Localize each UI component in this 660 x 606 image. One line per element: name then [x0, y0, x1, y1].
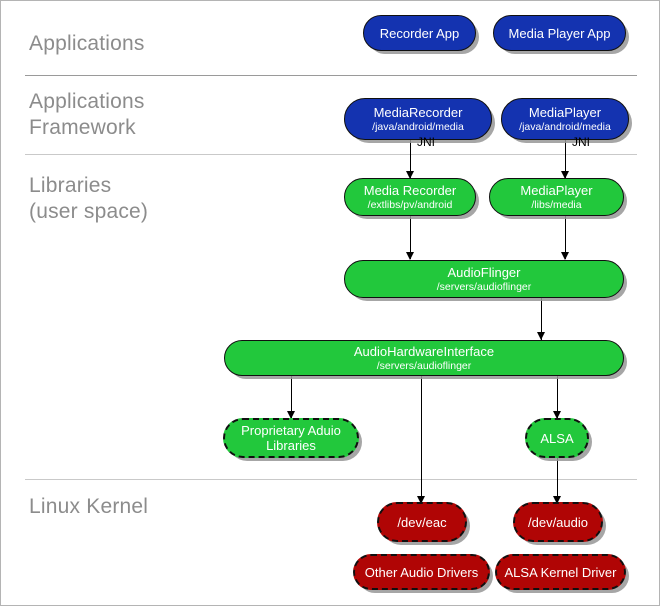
connector-audioflinger-to-audiohardwareinterface — [541, 298, 542, 340]
node-media-player-app[interactable]: Media Player App — [493, 15, 626, 51]
node-dev-eac[interactable]: /dev/eac — [377, 502, 467, 542]
node-mediaplayer-framework-path: /java/android/media — [519, 121, 611, 133]
arrowhead-dev-audio — [552, 496, 561, 504]
arrowhead-audiohardwareinterface — [536, 332, 545, 340]
node-dev-eac-title: /dev/eac — [397, 514, 447, 530]
connector-media-recorder-lib-to-audioflinger — [410, 216, 411, 259]
node-audioflinger[interactable]: AudioFlinger /servers/audioflinger — [344, 260, 624, 298]
node-audioflinger-title: AudioFlinger — [447, 265, 521, 280]
node-audiohardwareinterface-path: /servers/audioflinger — [376, 360, 472, 372]
node-media-recorder-lib-title: Media Recorder — [363, 183, 457, 198]
node-other-audio-drivers-title: Other Audio Drivers — [364, 564, 479, 580]
node-mediaplayer-lib[interactable]: MediaPlayer /libs/media — [489, 178, 624, 216]
node-mediarecorder-framework-title: MediaRecorder — [373, 105, 463, 120]
node-mediaplayer-lib-title: MediaPlayer — [520, 183, 593, 198]
node-mediaplayer-lib-path: /libs/media — [531, 199, 582, 211]
connector-audiohardwareinterface-to-alsa — [557, 376, 558, 418]
layer-label-applications-framework: Applications Framework — [29, 90, 145, 139]
node-mediaplayer-framework[interactable]: MediaPlayer /java/android/media — [501, 98, 629, 140]
node-media-recorder-lib[interactable]: Media Recorder /extlibs/pv/android — [344, 178, 476, 216]
edge-label-jni-player: JNI — [572, 135, 590, 149]
node-audiohardwareinterface-title: AudioHardwareInterface — [353, 344, 495, 359]
layer-label-applications: Applications — [29, 32, 145, 55]
node-recorder-app-title: Recorder App — [379, 25, 460, 41]
layer-label-linux-kernel: Linux Kernel — [29, 495, 149, 518]
node-alsa-kernel-driver-title: ALSA Kernel Driver — [504, 564, 617, 580]
node-proprietary-audio-libraries[interactable]: Proprietary Aduio Libraries — [223, 418, 359, 458]
connector-mediaplayer-lib-to-audioflinger — [565, 216, 566, 259]
node-audioflinger-path: /servers/audioflinger — [436, 281, 532, 293]
node-audiohardwareinterface[interactable]: AudioHardwareInterface /servers/audiofli… — [224, 340, 624, 376]
arrowhead-proprietary-audio-libraries — [286, 411, 295, 419]
node-mediarecorder-framework[interactable]: MediaRecorder /java/android/media — [344, 98, 492, 140]
arrowhead-media-recorder-lib — [405, 171, 414, 179]
node-mediaplayer-framework-title: MediaPlayer — [528, 105, 602, 120]
node-proprietary-audio-libraries-title: Proprietary Aduio Libraries — [241, 423, 341, 453]
node-other-audio-drivers[interactable]: Other Audio Drivers — [353, 554, 490, 590]
node-alsa-title: ALSA — [540, 430, 574, 446]
connector-audiohardwareinterface-to-proprietary-audio-libraries — [291, 376, 292, 418]
layer-label-libraries: Libraries (user space) — [29, 174, 149, 223]
connector-mediaplayer-to-mediaplayer-lib — [565, 140, 566, 178]
arrowhead-audioflinger-left — [405, 252, 414, 260]
node-alsa-kernel-driver[interactable]: ALSA Kernel Driver — [495, 554, 626, 590]
node-mediarecorder-framework-path: /java/android/media — [372, 121, 464, 133]
node-media-recorder-lib-path: /extlibs/pv/android — [367, 199, 453, 211]
node-recorder-app[interactable]: Recorder App — [363, 15, 476, 51]
node-dev-audio-title: /dev/audio — [528, 514, 588, 530]
connector-mediarecorder-to-media-recorder-lib — [410, 140, 411, 178]
arrowhead-mediaplayer-lib — [560, 171, 569, 179]
separator-linux-kernel — [25, 479, 637, 480]
arrowhead-alsa — [552, 411, 561, 419]
arrowhead-dev-eac — [416, 496, 425, 504]
separator-applications — [25, 75, 637, 76]
separator-applications-framework — [25, 154, 637, 155]
edge-label-jni-recorder: JNI — [417, 135, 435, 149]
connector-audiohardwareinterface-to-dev-eac — [421, 376, 422, 502]
node-media-player-app-title: Media Player App — [508, 25, 611, 41]
node-dev-audio[interactable]: /dev/audio — [513, 502, 603, 542]
node-alsa[interactable]: ALSA — [525, 418, 589, 458]
connector-alsa-to-dev-audio — [557, 458, 558, 502]
arrowhead-audioflinger-right — [560, 252, 569, 260]
